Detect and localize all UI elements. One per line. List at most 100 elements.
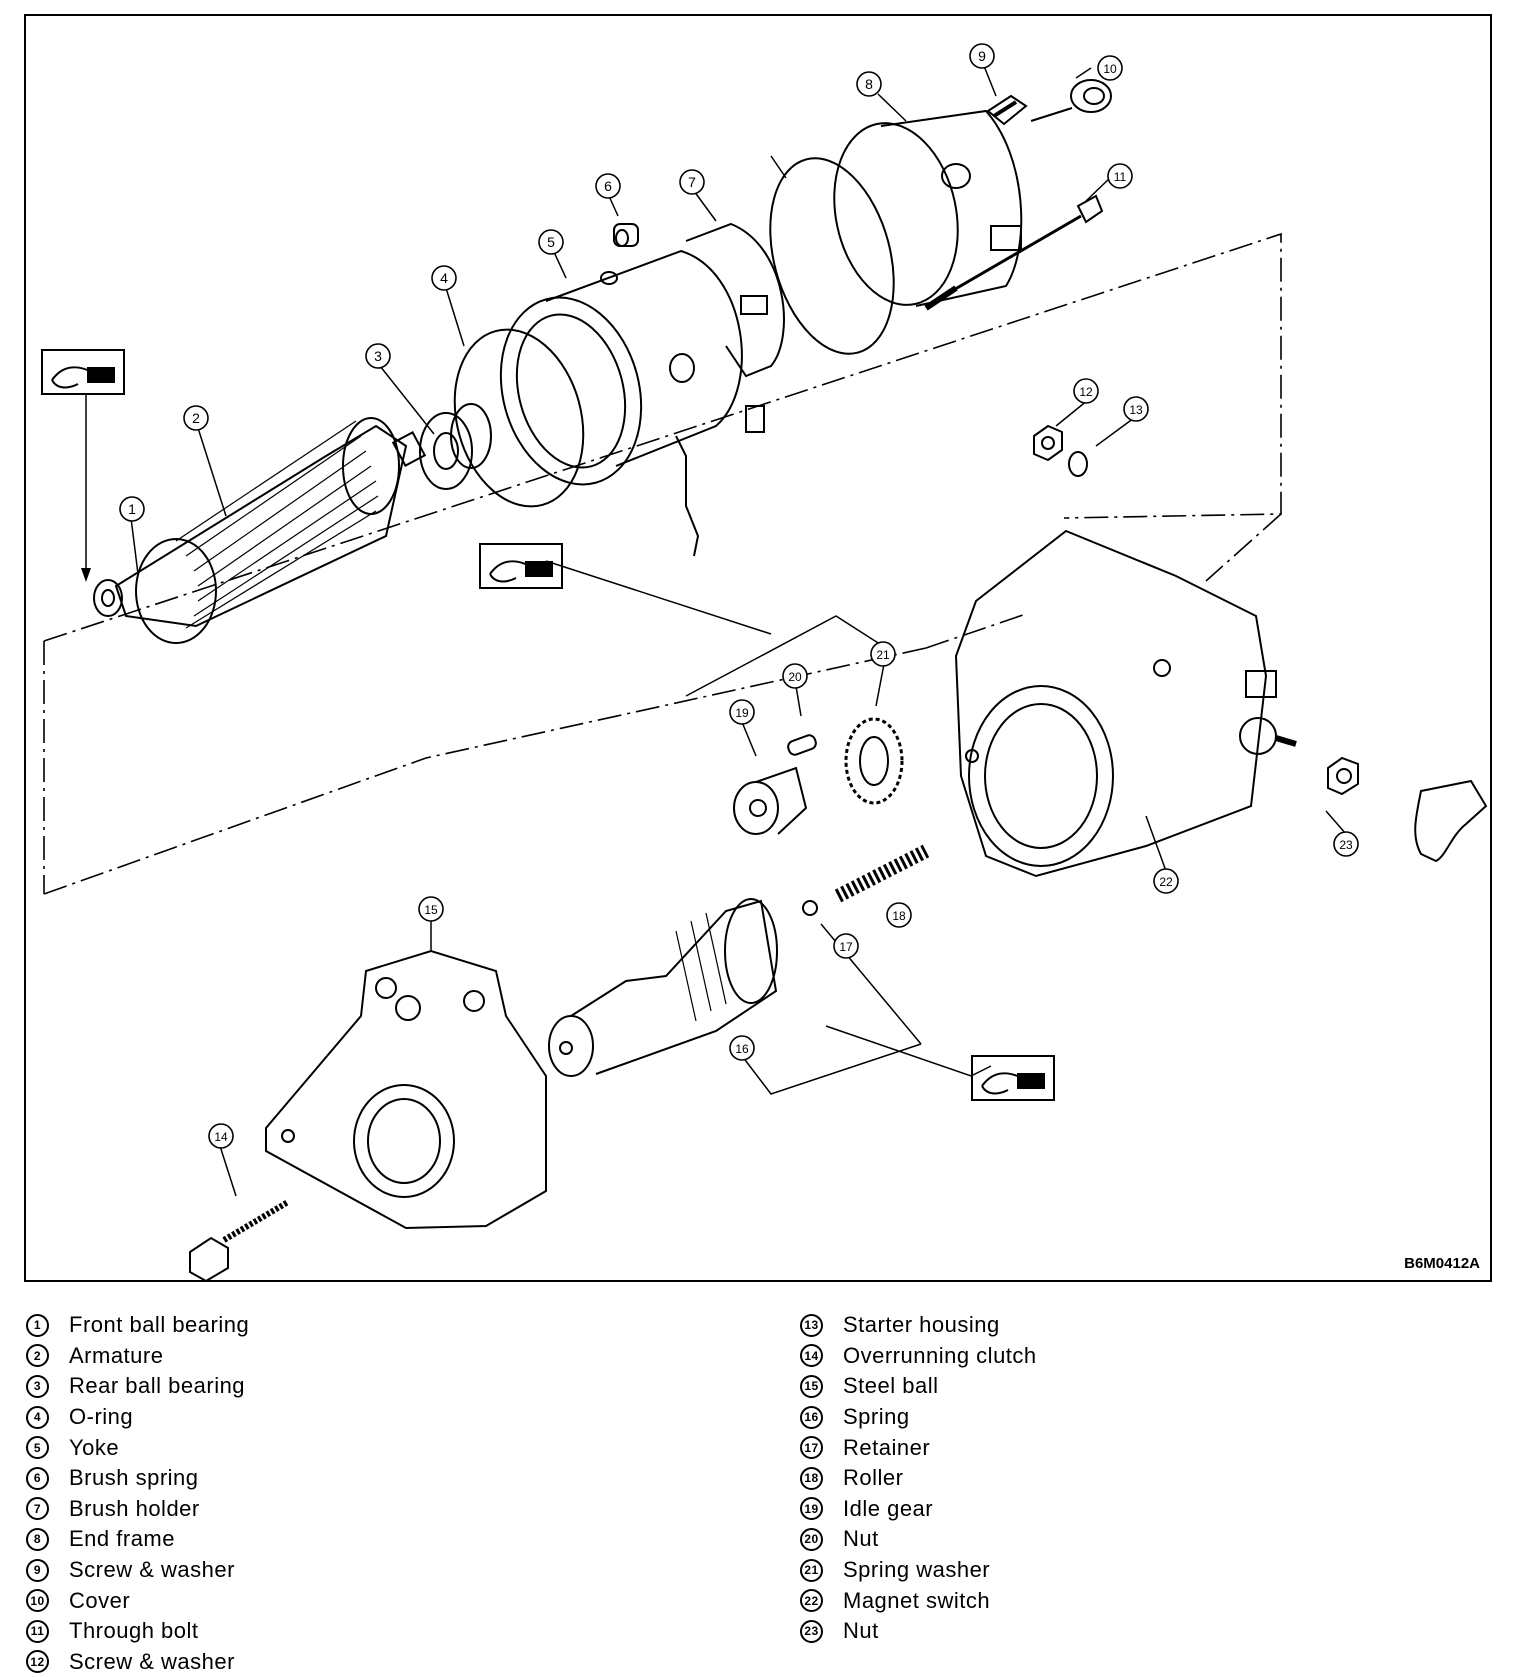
part-nut-20	[1033, 424, 1063, 462]
legend-number: 7	[26, 1497, 49, 1521]
legend-number: 3	[26, 1374, 49, 1398]
callout-5: 5	[538, 229, 564, 255]
legend-number: 17	[800, 1436, 823, 1460]
part-idle-gear	[844, 717, 904, 805]
part-steel-ball	[802, 900, 818, 916]
callout-19: 19	[729, 699, 755, 725]
callout-9: 9	[969, 43, 995, 69]
legend-number: 14	[800, 1344, 823, 1368]
callout-2: 2	[183, 405, 209, 431]
part-brush-spring	[613, 223, 639, 247]
legend-item: 4 O-ring	[26, 1402, 249, 1433]
callout-1: 1	[119, 496, 145, 522]
legend-number: 10	[26, 1589, 49, 1613]
legend-label: Overrunning clutch	[843, 1342, 1037, 1368]
callout-21: 21	[870, 641, 896, 667]
legend-number: 23	[800, 1619, 823, 1643]
legend-label: Idle gear	[843, 1495, 934, 1521]
part-starter-housing	[265, 949, 547, 1230]
callout-number: 16	[735, 1042, 749, 1056]
legend-number: 4	[26, 1405, 49, 1429]
legend-label: Rear ball bearing	[69, 1373, 246, 1399]
legend-number: 22	[800, 1589, 823, 1613]
part-yoke	[499, 249, 743, 557]
legend-number: 2	[26, 1344, 49, 1368]
legend-number: 5	[26, 1436, 49, 1460]
callout-number: 14	[214, 1130, 228, 1144]
callout-8: 8	[856, 71, 882, 97]
callout-number: 21	[876, 648, 890, 662]
grease-symbol-icon	[479, 543, 563, 589]
legend-label: End frame	[69, 1526, 175, 1552]
legend-label: Yoke	[69, 1434, 120, 1460]
legend-label: Brush spring	[69, 1465, 199, 1491]
legend-number: 1	[26, 1313, 49, 1337]
callout-15: 15	[418, 896, 444, 922]
part-rear-ball-bearing	[419, 403, 492, 490]
part-through-bolt	[924, 194, 1104, 311]
legend-label: Screw & washer	[69, 1557, 235, 1583]
legend-label: Nut	[843, 1618, 879, 1644]
legend-number: 16	[800, 1405, 823, 1429]
callout-number: 3	[374, 348, 382, 364]
callout-number: 7	[688, 174, 696, 190]
callout-16: 16	[729, 1035, 755, 1061]
legend-number: 15	[800, 1374, 823, 1398]
legend-label: Screw & washer	[69, 1648, 235, 1674]
legend-item: 8 End frame	[26, 1524, 249, 1555]
legend-label: Spring washer	[843, 1557, 991, 1583]
part-cover	[1030, 79, 1112, 122]
legend-label: Cover	[69, 1587, 131, 1613]
part-brush-holder	[685, 222, 785, 433]
legend-item: 14 Overrunning clutch	[800, 1341, 1037, 1372]
callout-number: 11	[1114, 170, 1127, 184]
legend-label: Starter housing	[843, 1312, 1000, 1338]
legend-label: Nut	[843, 1526, 879, 1552]
legend-label: Magnet switch	[843, 1587, 991, 1613]
callout-number: 13	[1129, 403, 1143, 417]
part-screw-12	[189, 1199, 290, 1280]
callout-13: 13	[1123, 396, 1149, 422]
part-spring-washer	[1068, 451, 1088, 477]
callout-number: 18	[892, 909, 906, 923]
part-overrunning-clutch	[548, 898, 778, 1077]
callout-number: 9	[978, 48, 986, 64]
callout-3: 3	[365, 343, 391, 369]
legend-label: O-ring	[69, 1404, 134, 1430]
part-terminal-boot	[1414, 779, 1488, 863]
part-armature	[114, 417, 427, 644]
part-end-frame	[833, 109, 1023, 307]
legend-item: 21 Spring washer	[800, 1555, 1037, 1586]
callout-number: 8	[865, 76, 873, 92]
figure-code: B6M0412A	[1404, 1255, 1480, 1272]
legend-number: 20	[800, 1527, 823, 1551]
legend-item: 10 Cover	[26, 1585, 249, 1616]
part-o-ring	[453, 157, 895, 508]
grease-symbol-group	[41, 349, 1055, 1101]
legend-label: Spring	[843, 1404, 910, 1430]
callout-number: 23	[1339, 838, 1353, 852]
legend-label: Steel ball	[843, 1373, 939, 1399]
part-nut-23	[1327, 756, 1359, 796]
callout-11: 11	[1107, 163, 1133, 189]
legend-number: 21	[800, 1558, 823, 1582]
assembly-guide-lines	[43, 232, 1282, 895]
callout-20: 20	[782, 663, 808, 689]
legend-label: Armature	[69, 1342, 164, 1368]
callout-number: 12	[1079, 385, 1093, 399]
legend-number: 8	[26, 1527, 49, 1551]
legend-item: 3 Rear ball bearing	[26, 1371, 249, 1402]
callout-number: 5	[547, 234, 555, 250]
part-spring	[834, 844, 930, 903]
callout-10: 10	[1097, 55, 1123, 81]
callout-number: 4	[440, 270, 448, 286]
